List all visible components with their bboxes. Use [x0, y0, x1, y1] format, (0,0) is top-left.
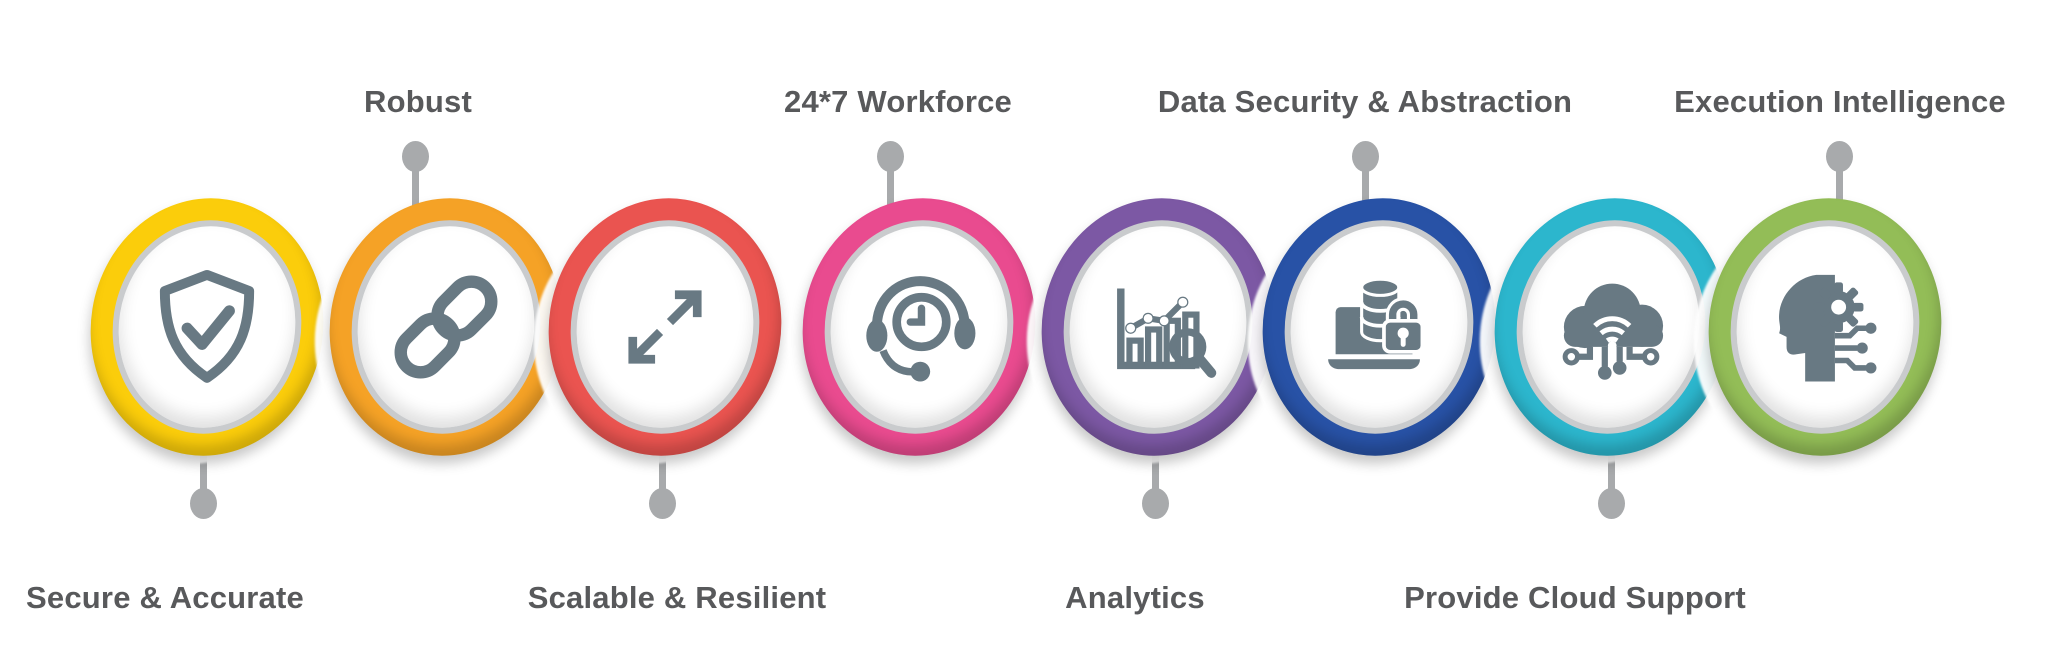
- expand-arrows-icon: [603, 265, 727, 389]
- connector-stem: [1835, 156, 1843, 214]
- chain-link-icon: [384, 265, 508, 389]
- connector-dot: [1141, 488, 1169, 519]
- chart-magnifier-icon: [1096, 265, 1220, 389]
- connector-stem: [411, 156, 419, 214]
- badge-execution-intelligence: [1675, 181, 1960, 481]
- label-scalable-resilient: Scalable & Resilient: [527, 580, 827, 615]
- badge-secure-accurate: [57, 181, 342, 481]
- label-provide-cloud-support: Provide Cloud Support: [1404, 580, 1746, 615]
- badge-robust: [296, 181, 581, 481]
- connector-stem: [1151, 442, 1159, 503]
- laptop-database-lock-icon: [1317, 265, 1441, 389]
- label-execution-intelligence: Execution Intelligence: [1674, 84, 2006, 119]
- connector-stem: [1607, 442, 1615, 503]
- connector-stem: [1361, 156, 1369, 214]
- label-24-7-workforce: 24*7 Workforce: [784, 84, 1012, 119]
- headset-clock-icon: [857, 265, 981, 389]
- label-data-security-abstraction: Data Security & Abstraction: [1157, 84, 1573, 119]
- label-analytics: Analytics: [1065, 580, 1205, 615]
- connector-dot: [876, 141, 904, 172]
- connector-dot: [1351, 141, 1379, 172]
- connector-stem: [199, 442, 207, 503]
- connector-stem: [658, 442, 666, 503]
- label-secure-accurate: Secure & Accurate: [26, 580, 304, 615]
- connector-dot: [648, 488, 676, 519]
- badge-data-security-abstraction: [1229, 181, 1514, 481]
- badge-24-7-workforce: [769, 181, 1054, 481]
- connector-dot: [189, 488, 217, 519]
- label-robust: Robust: [364, 84, 472, 119]
- badge-analytics: [1008, 181, 1293, 481]
- cloud-network-icon: [1549, 265, 1673, 389]
- badge-provide-cloud-support: [1461, 181, 1746, 481]
- shield-check-icon: [145, 265, 269, 389]
- head-gear-icon: [1763, 265, 1887, 389]
- connector-dot: [1825, 141, 1853, 172]
- connector-dot: [401, 141, 429, 172]
- connector-dot: [1597, 488, 1625, 519]
- connector-stem: [886, 156, 894, 214]
- badge-scalable-resilient: [515, 181, 800, 481]
